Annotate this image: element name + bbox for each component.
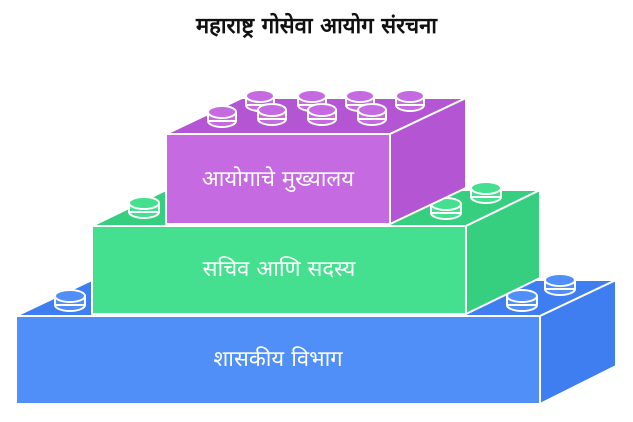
stud (345, 89, 375, 112)
stud (245, 89, 275, 112)
stud (357, 103, 387, 126)
diagram-title: महाराष्ट्र गोसेवा आयोग संरचना (195, 14, 438, 39)
stud (307, 103, 337, 126)
stud (395, 89, 425, 112)
brick-3-studs (54, 273, 576, 312)
stud (257, 103, 287, 126)
brick-1-label: आयोगाचे मुख्यालय (202, 166, 355, 192)
stud (544, 273, 576, 296)
brick-2-front (91, 225, 467, 315)
brick-3-front (15, 315, 541, 405)
stud (506, 289, 538, 312)
brick-1-studs (207, 89, 425, 128)
brick-level-1: आयोगाचे मुख्यालय (165, 89, 467, 225)
brick-1-front (165, 133, 391, 225)
stud (470, 181, 502, 204)
stud (54, 289, 86, 312)
brick-3-label: शासकीय विभाग (213, 346, 343, 372)
stud (128, 196, 160, 219)
brick-2-label: सचिव आणि सदस्य (203, 256, 357, 282)
stud (207, 105, 237, 128)
